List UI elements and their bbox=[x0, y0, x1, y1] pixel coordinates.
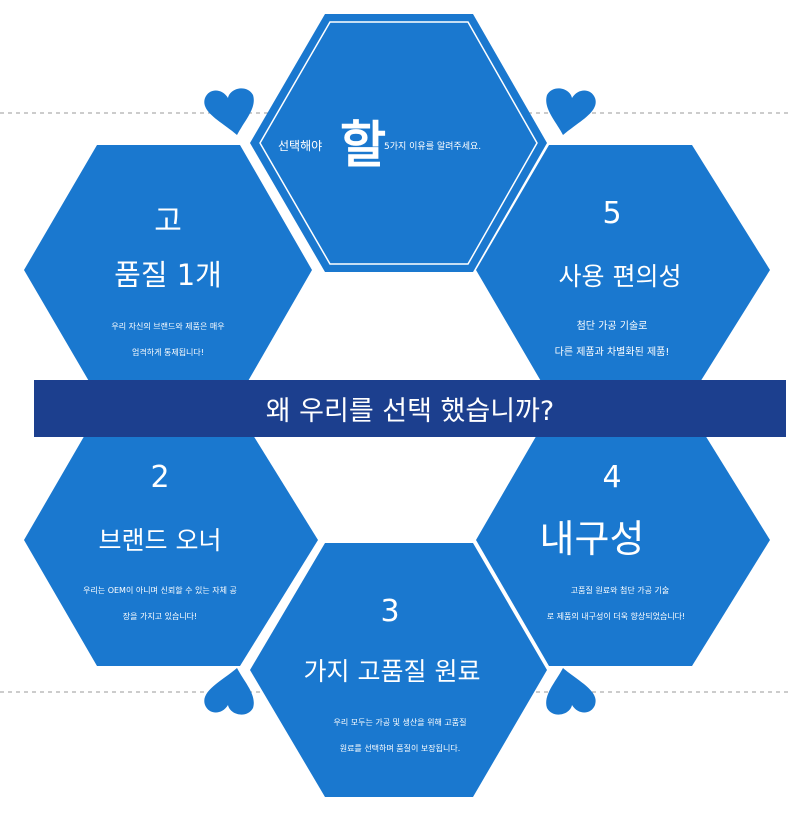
item-1-number: 고 bbox=[154, 204, 182, 239]
item-2-line-2: 장을 가지고 있습니다! bbox=[122, 612, 198, 621]
item-3-title: 가지 고품질 원료 bbox=[303, 657, 481, 686]
item-4-line-1: 고품질 원료와 첨단 가공 기술 bbox=[570, 586, 670, 595]
item-2-title: 브랜드 오너 bbox=[98, 526, 222, 555]
item-1-line-2: 엄격하게 통제됩니다! bbox=[132, 348, 204, 357]
item-4-line-2: 로 제품의 내구성이 더욱 향상되었습니다! bbox=[546, 612, 686, 621]
item-5-title: 사용 편의성 bbox=[558, 262, 682, 291]
item-4-number: 4 bbox=[602, 460, 622, 495]
item-2-line-1: 우리는 OEM이 아니며 신뢰할 수 있는 자체 공 bbox=[83, 586, 237, 595]
heart-icon bbox=[204, 88, 254, 135]
center-suffix: 5가지 이유를 알려주세요. bbox=[384, 142, 482, 152]
item-5-number: 5 bbox=[602, 196, 622, 231]
heart-icon bbox=[546, 88, 596, 135]
hexagon-durability bbox=[476, 414, 770, 666]
hexagon-center-top bbox=[250, 14, 547, 272]
item-3-line-1: 우리 모두는 가공 및 생산을 위해 고품질 bbox=[333, 718, 467, 727]
item-2-number: 2 bbox=[150, 460, 170, 495]
hexagon-materials bbox=[250, 543, 547, 797]
hexagon-inner-outline bbox=[259, 21, 538, 265]
hexagon-brand-owner bbox=[24, 414, 318, 666]
heart-icon bbox=[546, 668, 596, 715]
banner-title: 왜 우리를 선택 했습니까? bbox=[265, 396, 555, 427]
heart-icon bbox=[204, 668, 254, 715]
item-5-line-2: 다른 제품과 차별화된 제품! bbox=[554, 347, 670, 358]
item-3-number: 3 bbox=[380, 594, 400, 629]
item-5-line-1: 첨단 가공 기술로 bbox=[576, 321, 648, 332]
hexagon-ease-of-use bbox=[476, 145, 770, 395]
center-prefix: 선택해야 bbox=[278, 139, 323, 153]
item-3-line-2: 원료를 선택하며 품질이 보장됩니다. bbox=[339, 744, 461, 753]
center-big-text: 할 bbox=[340, 116, 386, 174]
item-1-line-1: 우리 자신의 브랜드와 제품은 매우 bbox=[111, 322, 225, 331]
item-4-title: 내구성 bbox=[539, 517, 645, 561]
title-banner: 왜 우리를 선택 했습니까? bbox=[34, 380, 786, 437]
hexagon-quality bbox=[24, 145, 312, 395]
item-1-title: 품질 1개 bbox=[114, 258, 222, 292]
